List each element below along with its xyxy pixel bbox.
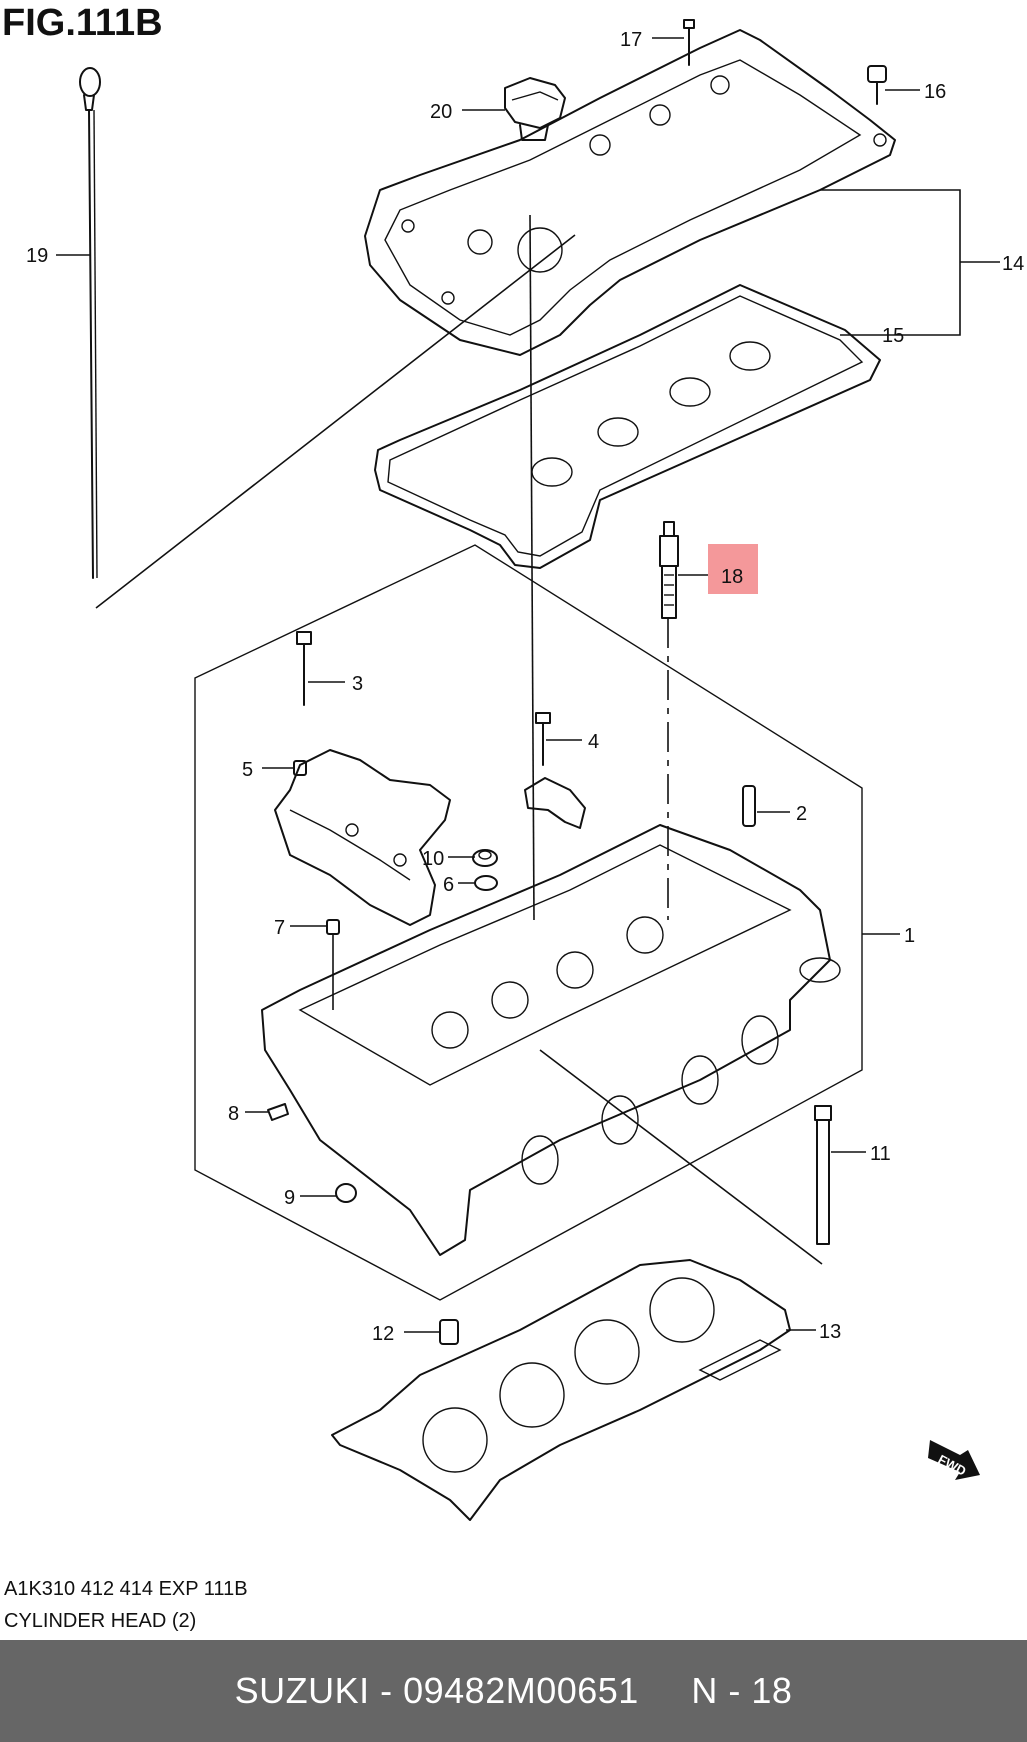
fwd-arrow-icon: FWD [928, 1440, 980, 1480]
callout-10: 10 [422, 848, 444, 870]
seal-10-part [472, 849, 498, 867]
figure-title: FIG.111B [2, 2, 163, 44]
cylinder-head-block-part [261, 824, 841, 1256]
head-gasket-part [331, 1259, 791, 1521]
callout-12: 12 [372, 1323, 394, 1345]
camshaft-housing-part [274, 749, 451, 926]
callout-11: 11 [870, 1143, 891, 1165]
cylinder-head-frame [194, 544, 863, 1301]
callout-17: 17 [620, 29, 642, 51]
footer-bar: SUZUKI - 09482M00651 N - 18 [0, 1640, 1027, 1742]
callout-5: 5 [242, 759, 253, 781]
oring-6-part [474, 875, 498, 891]
camshaft-cap-part [524, 777, 586, 829]
head-bolt-11-part [814, 1105, 832, 1245]
callout-20: 20 [430, 101, 452, 123]
bolt-16-part [867, 65, 887, 105]
footer-brand-part: SUZUKI - 09482M00651 [234, 1670, 639, 1711]
cover-gasket-part [374, 284, 881, 569]
callout-14: 14 [1002, 253, 1024, 275]
callout-18: 18 [721, 566, 743, 588]
spark-plug-part [659, 521, 679, 619]
dipstick-part [79, 67, 101, 579]
callout-9: 9 [284, 1187, 295, 1209]
callout-16: 16 [924, 81, 946, 103]
callout-13: 13 [819, 1321, 841, 1343]
exploded-parts-diagram: FWD [26, 19, 1024, 1521]
callout-2: 2 [796, 803, 807, 825]
callout-1: 1 [904, 925, 915, 947]
callout-6: 6 [443, 874, 454, 896]
footer-spacer [639, 1670, 692, 1712]
plug-8-part [267, 1103, 289, 1121]
highlight-box-18 [708, 544, 758, 594]
callout-19: 19 [26, 245, 48, 267]
bolt-17-part [683, 19, 695, 66]
callout-4: 4 [588, 731, 599, 753]
leader-lines [56, 37, 1000, 1333]
oil-filler-cap-part [504, 77, 566, 141]
valve-guide-part [742, 785, 756, 827]
callout-8: 8 [228, 1103, 239, 1125]
bolt-4-part [535, 712, 551, 766]
plug-9-part [335, 1183, 357, 1203]
figure-code: A1K310 412 414 EXP 111B [4, 1578, 248, 1600]
footer-ref: N - 18 [691, 1670, 793, 1711]
dowel-12-part [439, 1319, 459, 1345]
figure-name: CYLINDER HEAD (2) [4, 1610, 197, 1632]
dowel-7-part [326, 919, 340, 935]
callout-3: 3 [352, 673, 363, 695]
callout-15: 15 [882, 325, 904, 347]
callout-7: 7 [274, 917, 285, 939]
callout-labels: 19 20 17 16 14 15 18 3 4 5 2 10 6 7 1 8 … [26, 29, 1024, 1345]
bolt-3-part [296, 631, 312, 706]
cylinder-head-cover-part [364, 29, 896, 356]
